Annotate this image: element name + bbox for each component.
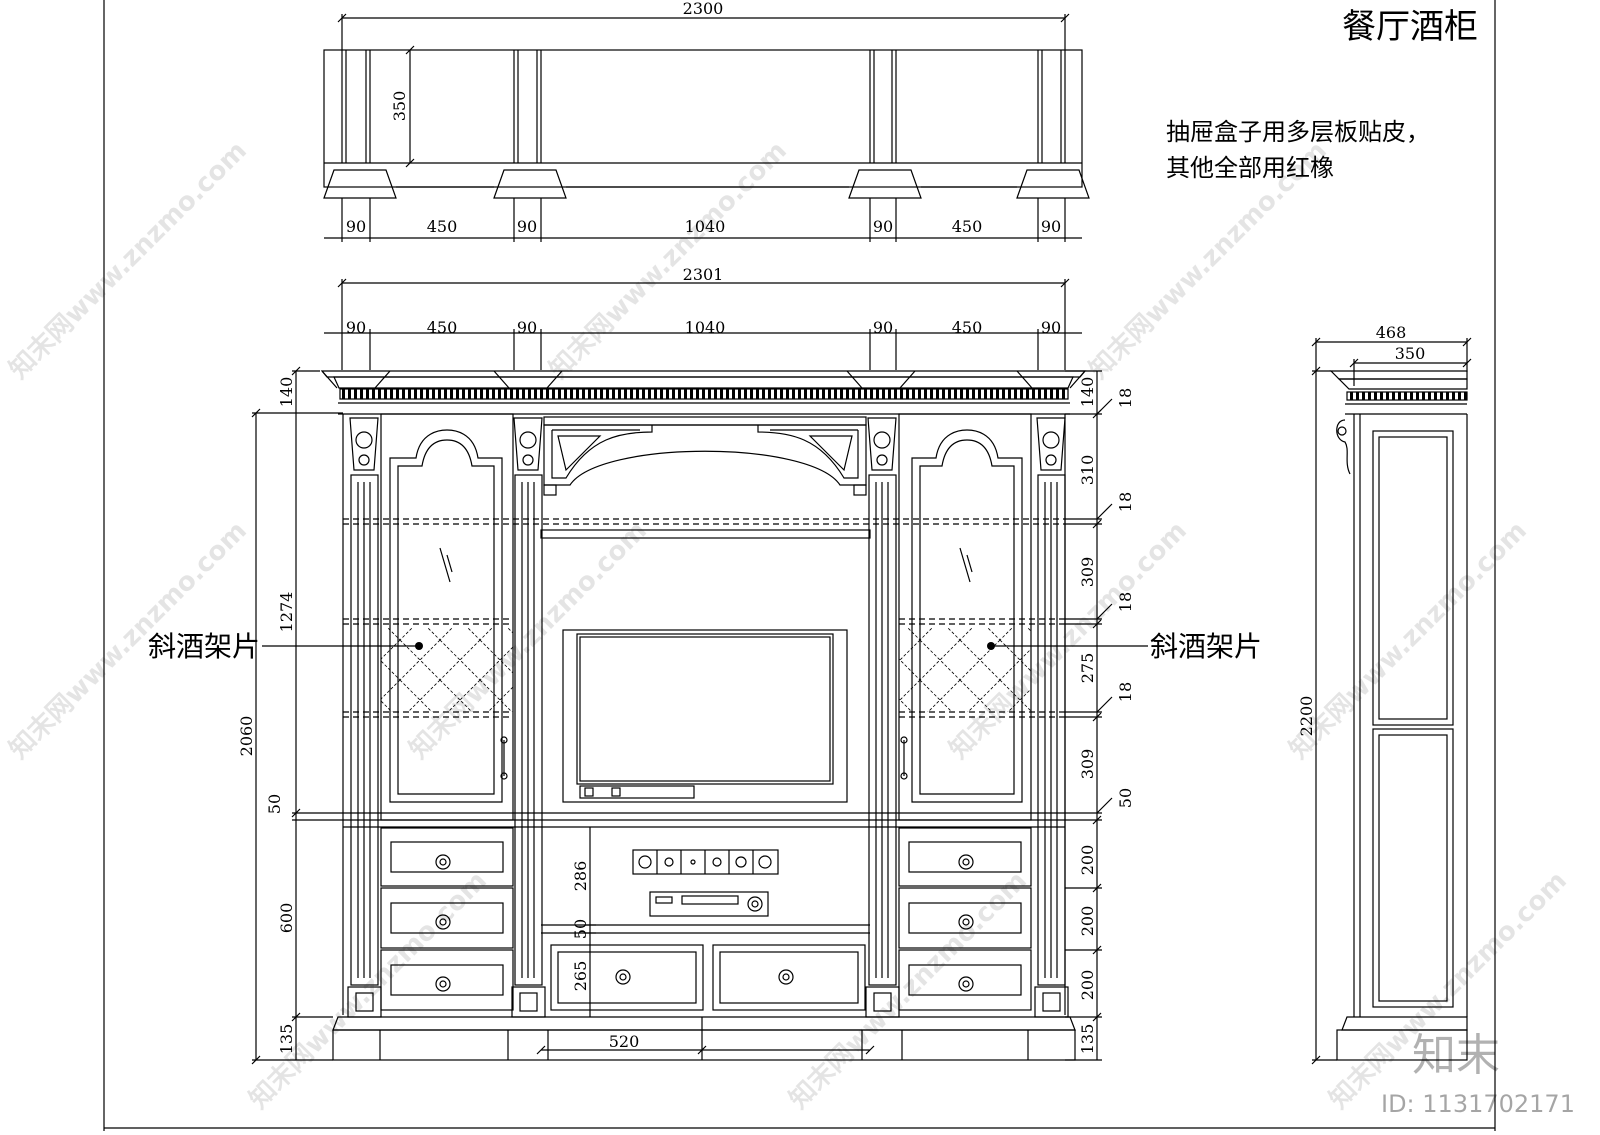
- side-inner-depth: 350: [1395, 344, 1426, 363]
- left-dim-135: 135: [277, 1024, 296, 1055]
- front-elevation: [251, 278, 1148, 1065]
- front-dim-1: 90: [346, 318, 366, 337]
- right-dim-275: 275: [1078, 653, 1097, 684]
- center-dim-265: 265: [571, 961, 590, 992]
- right-dim-18-d: 18: [1116, 682, 1135, 702]
- left-drawers: [380, 827, 514, 1011]
- side-height: 2200: [1297, 696, 1316, 737]
- plan-dim-5: 90: [873, 217, 893, 236]
- watermark-text: 知末网www.znzmo.com: [544, 136, 793, 385]
- pilaster-right-inner: [865, 417, 900, 1018]
- right-dim-135: 135: [1078, 1024, 1097, 1055]
- right-dim-18-c: 18: [1116, 592, 1135, 612]
- watermark-text: 知末网www.znzmo.com: [784, 866, 1033, 1115]
- side-overall-depth: 468: [1376, 323, 1407, 342]
- material-note-line1: 抽屉盒子用多层板贴皮，: [1166, 118, 1430, 146]
- center-dim-286: 286: [571, 861, 590, 892]
- center-doors: [550, 944, 866, 1011]
- right-wine-rack-label: 斜酒架片: [1150, 630, 1262, 663]
- plan-overall-width: 2300: [683, 0, 724, 18]
- right-dim-200-c: 200: [1078, 970, 1097, 1001]
- front-dim-7: 90: [1041, 318, 1061, 337]
- pilaster-right-outer: [1034, 417, 1069, 1018]
- television: [562, 629, 848, 803]
- front-dim-6: 450: [952, 318, 983, 337]
- right-dim-140: 140: [1078, 377, 1097, 408]
- side-elevation: [1311, 337, 1472, 1065]
- plan-segment-dims: 90 450 90 1040 90 450 90: [346, 217, 1061, 236]
- hidden-shelves: [343, 518, 1065, 718]
- socket-panel: [632, 849, 779, 875]
- plan-dim-2: 450: [427, 217, 458, 236]
- left-wine-rack-label: 斜酒架片: [148, 630, 260, 663]
- front-dim-3: 90: [517, 318, 537, 337]
- watermark-id: ID: 1131702171: [1381, 1090, 1575, 1118]
- left-dim-600: 600: [277, 903, 296, 934]
- left-dim-140: 140: [277, 377, 296, 408]
- pilaster-left-inner: [511, 417, 546, 1018]
- right-drawers: [898, 827, 1032, 1011]
- left-callout-dot: [415, 642, 423, 650]
- right-dim-309-a: 309: [1078, 557, 1097, 588]
- plan-dim-7: 90: [1041, 217, 1061, 236]
- pilaster-left-outer: [347, 417, 382, 1018]
- plan-dim-4: 1040: [685, 217, 726, 236]
- centre-arch: [543, 416, 867, 496]
- right-dim-50: 50: [1116, 788, 1135, 808]
- center-dim-520: 520: [609, 1032, 640, 1051]
- right-dim-309-b: 309: [1078, 749, 1097, 780]
- right-dim-200-a: 200: [1078, 845, 1097, 876]
- right-callout-dot: [987, 642, 995, 650]
- right-wine-rack: [899, 628, 1031, 712]
- plan-depth: 350: [390, 91, 409, 122]
- left-dim-1274: 1274: [277, 592, 296, 633]
- watermark-text: 知末网www.znzmo.com: [4, 136, 253, 385]
- right-dim-18-b: 18: [1116, 492, 1135, 512]
- front-left-dims: 140 1274 2060 50 600 135: [237, 377, 296, 1055]
- center-dim-50: 50: [571, 919, 590, 939]
- plan-dim-6: 450: [952, 217, 983, 236]
- front-segment-dims: 90 450 90 1040 90 450 90: [346, 318, 1061, 337]
- left-glass-door: [380, 413, 514, 821]
- front-dim-5: 90: [873, 318, 893, 337]
- left-wine-rack: [381, 628, 513, 712]
- plan-dim-1: 90: [346, 217, 366, 236]
- front-overall-width: 2301: [683, 265, 724, 284]
- right-dim-18-a: 18: [1116, 388, 1135, 408]
- plan-dim-3: 90: [517, 217, 537, 236]
- front-right-dims: 140 18 310 18 309 18 275 18 309 50 200 2…: [1078, 377, 1135, 1055]
- right-dim-310: 310: [1078, 455, 1097, 486]
- left-dim-2060: 2060: [237, 716, 256, 757]
- front-center-dims: 286 50 265 520: [571, 861, 639, 1051]
- dvd-player: [649, 891, 769, 917]
- material-note-line2: 其他全部用红橡: [1166, 154, 1334, 182]
- right-dim-200-b: 200: [1078, 906, 1097, 937]
- drawing-title: 餐厅酒柜: [1342, 7, 1478, 47]
- watermark-logo: 知末: [1412, 1030, 1500, 1081]
- front-dim-2: 450: [427, 318, 458, 337]
- left-dim-50: 50: [265, 794, 284, 814]
- plan-view: [323, 13, 1090, 242]
- front-dim-4: 1040: [685, 318, 726, 337]
